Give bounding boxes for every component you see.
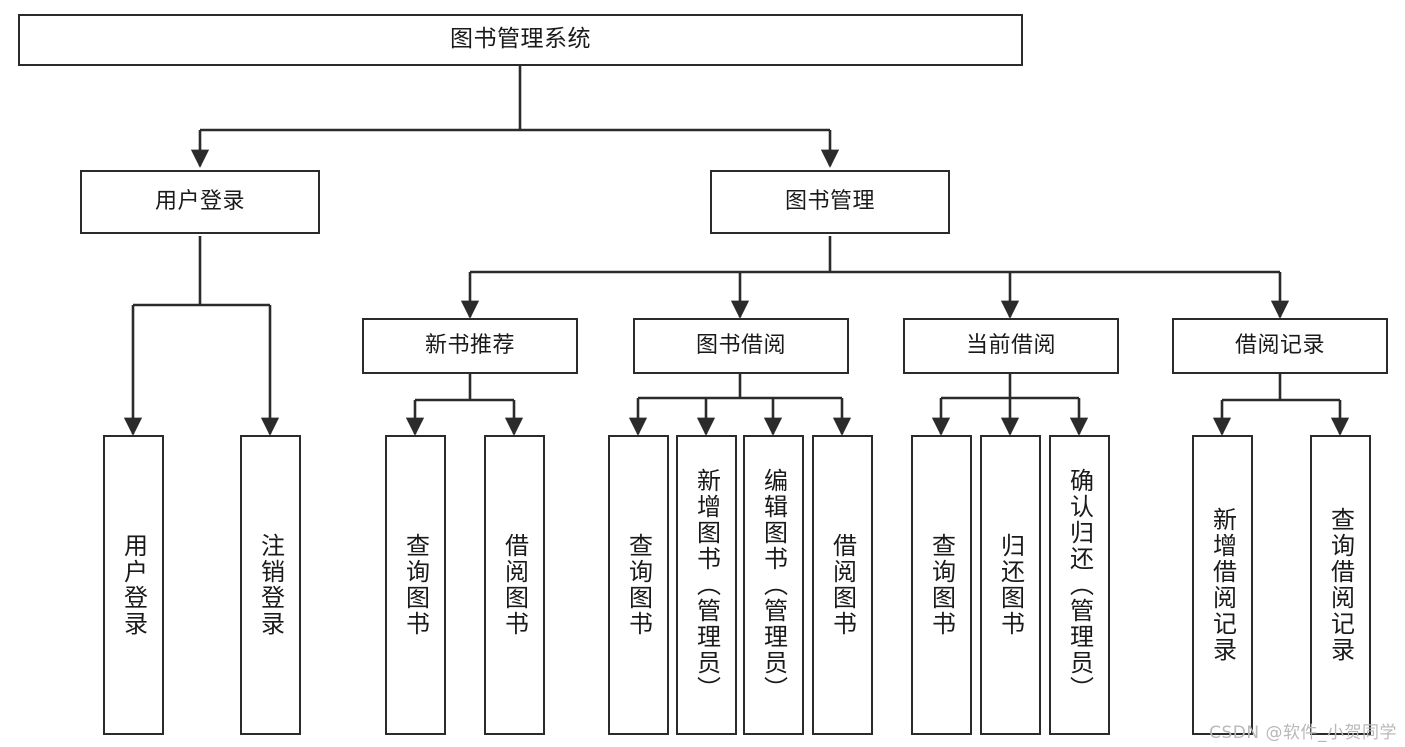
- node-label: 借阅图书: [828, 533, 857, 637]
- node-label: 借阅图书: [500, 533, 529, 637]
- node-label: 查询借阅记录: [1326, 507, 1355, 663]
- node-label: 查询图书: [401, 533, 430, 637]
- csdn-watermark: CSDN @软件_小贺同学: [1209, 723, 1397, 743]
- node-borrow-record[interactable]: 借阅记录: [1172, 318, 1388, 374]
- node-label: 查询图书: [927, 533, 956, 637]
- leaf-current-borrow-confirm-return-admin[interactable]: 确认归还（管理员）: [1049, 435, 1110, 735]
- leaf-new-book-query-book[interactable]: 查询图书: [385, 435, 446, 735]
- node-label: 注销登录: [256, 533, 285, 637]
- leaf-book-borrow-borrow-book[interactable]: 借阅图书: [812, 435, 873, 735]
- leaf-borrow-record-add-record[interactable]: 新增借阅记录: [1192, 435, 1253, 735]
- node-label: 用户登录: [154, 189, 245, 215]
- node-label: 新书推荐: [424, 333, 515, 359]
- node-label: 确认归还（管理员）: [1065, 468, 1094, 702]
- node-label: 图书管理: [784, 189, 875, 215]
- node-label: 当前借阅: [965, 333, 1056, 359]
- node-label: 借阅记录: [1234, 333, 1325, 359]
- node-label: 编辑图书（管理员）: [759, 468, 788, 702]
- node-book-management[interactable]: 图书管理: [710, 170, 950, 234]
- node-user-login[interactable]: 用户登录: [80, 170, 320, 234]
- leaf-user-login-login[interactable]: 用户登录: [103, 435, 164, 735]
- node-book-borrow[interactable]: 图书借阅: [633, 318, 849, 374]
- node-root-system[interactable]: 图书管理系统: [18, 14, 1023, 66]
- node-label: 查询图书: [624, 533, 653, 637]
- leaf-user-login-logout[interactable]: 注销登录: [240, 435, 301, 735]
- leaf-current-borrow-query-book[interactable]: 查询图书: [911, 435, 972, 735]
- node-current-borrow[interactable]: 当前借阅: [903, 318, 1119, 374]
- node-label: 用户登录: [119, 533, 148, 637]
- node-label: 新增借阅记录: [1208, 507, 1237, 663]
- leaf-book-borrow-query-book[interactable]: 查询图书: [608, 435, 669, 735]
- leaf-current-borrow-return-book[interactable]: 归还图书: [980, 435, 1041, 735]
- node-label: 图书管理系统: [450, 26, 591, 53]
- leaf-borrow-record-query-record[interactable]: 查询借阅记录: [1310, 435, 1371, 735]
- node-new-book-recommend[interactable]: 新书推荐: [362, 318, 578, 374]
- leaf-book-borrow-add-book-admin[interactable]: 新增图书（管理员）: [676, 435, 737, 735]
- node-label: 图书借阅: [695, 333, 786, 359]
- node-label: 新增图书（管理员）: [692, 468, 721, 702]
- node-label: 归还图书: [996, 533, 1025, 637]
- leaf-new-book-borrow-book[interactable]: 借阅图书: [484, 435, 545, 735]
- leaf-book-borrow-edit-book-admin[interactable]: 编辑图书（管理员）: [743, 435, 804, 735]
